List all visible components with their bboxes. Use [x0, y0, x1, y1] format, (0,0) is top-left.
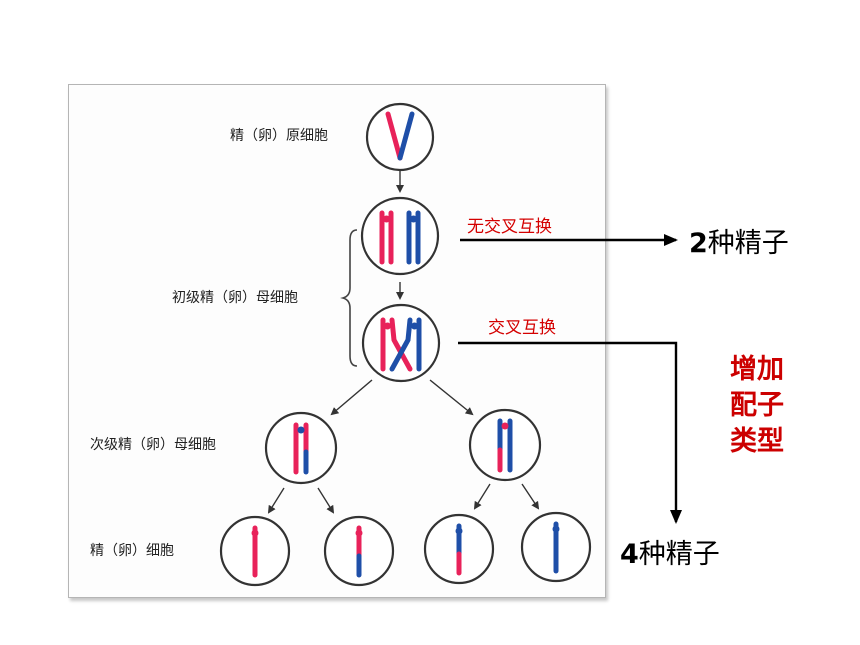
note-line-2: 配子: [730, 390, 784, 421]
label-no-crossover: 无交叉互换: [467, 217, 552, 237]
arrow-to-gamete-1: [267, 487, 285, 514]
arrow-to-secondary-right: [429, 379, 474, 416]
note-line-3: 类型: [730, 426, 784, 457]
outcome-two-text: 种精子: [707, 228, 789, 259]
label-primary-spermatocyte: 初级精（卵）母细胞: [172, 290, 298, 306]
gamete-cell-4: [520, 511, 592, 583]
outcome-four-number: 4: [620, 539, 639, 570]
spermatocyte-cell-no-crossover: [360, 196, 440, 276]
arrow-to-gamete-4: [521, 483, 540, 510]
outcome-four-sperm: 4种精子: [620, 532, 720, 571]
spermatocyte-cell-crossover: [361, 303, 441, 383]
diagram-panel: [68, 84, 606, 598]
label-crossover: 交叉互换: [488, 318, 556, 338]
outcome-two-number: 2: [689, 228, 708, 259]
label-secondary-spermatocyte: 次级精（卵）母细胞: [90, 437, 216, 453]
arrow-to-secondary-left: [330, 379, 373, 416]
note-increase-gamete-types: 增加 配子 类型: [722, 352, 792, 460]
secondary-cell-right: [468, 408, 542, 482]
arrow-to-gamete-2: [317, 487, 335, 514]
label-primary-cell: 精（卵）原细胞: [230, 128, 328, 144]
label-gamete: 精（卵）细胞: [90, 543, 174, 559]
secondary-cell-left: [264, 411, 338, 485]
gamete-cell-2: [323, 515, 395, 587]
arrow-crossover-outcome: [458, 341, 682, 524]
arrow-to-gamete-3: [473, 483, 491, 510]
outcome-four-text: 种精子: [638, 539, 720, 570]
gamete-cell-1: [219, 515, 291, 587]
spermatocyte-brace: [340, 229, 358, 367]
primary-cell: [365, 102, 435, 172]
outcome-two-sperm: 2种精子: [689, 221, 789, 260]
note-line-1: 增加: [730, 354, 784, 385]
gamete-cell-3: [423, 513, 495, 585]
